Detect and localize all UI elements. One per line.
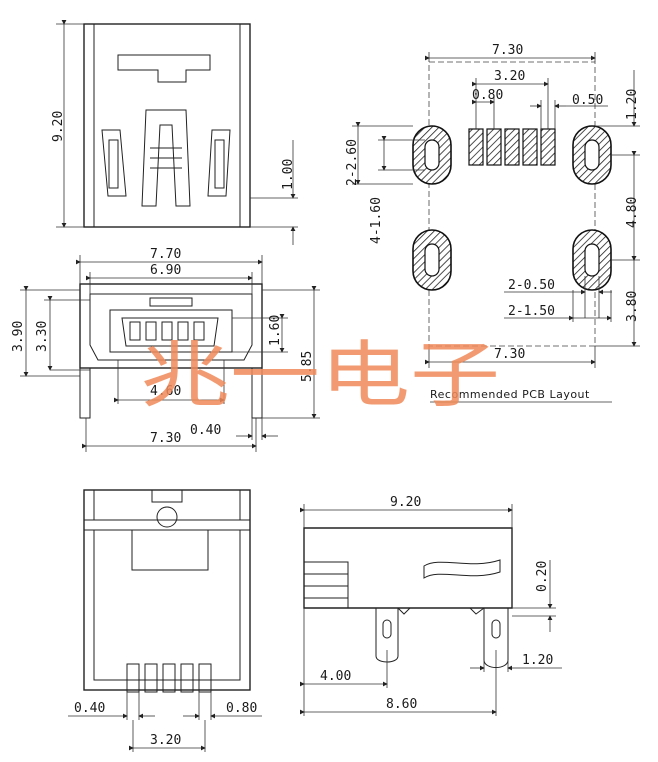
dim-side-t: 0.20 bbox=[535, 561, 550, 592]
dim-side-a: 4.00 bbox=[320, 669, 351, 684]
dim-bottom-a: 0.40 bbox=[74, 701, 105, 716]
dim-side-b: 1.20 bbox=[522, 653, 553, 668]
dim-front-w2: 6.90 bbox=[150, 263, 181, 278]
dim-front-w3: 7.30 bbox=[150, 431, 181, 446]
dim-front-h2: 3.30 bbox=[35, 321, 50, 352]
dim-pcb-s2: 2-1.50 bbox=[508, 304, 555, 319]
dim-bottom-c: 3.20 bbox=[150, 733, 181, 748]
dim-pcb-top-off: 1.20 bbox=[625, 89, 640, 120]
dim-pcb-slot-b: 4-1.60 bbox=[369, 197, 384, 244]
dim-pcb-slot-a: 2-2.60 bbox=[345, 139, 360, 186]
dim-pcb-top-w: 7.30 bbox=[492, 43, 523, 58]
watermark-text: 兆一电子 bbox=[140, 333, 500, 417]
bottom-view: 0.40 0.80 3.20 bbox=[68, 489, 262, 752]
dim-front-h4: 5.85 bbox=[300, 351, 315, 382]
dim-pcb-pins-w: 3.20 bbox=[494, 69, 525, 84]
pcb-caption: Recommended PCB Layout bbox=[430, 388, 590, 401]
dim-front-h3: 1.60 bbox=[268, 315, 283, 346]
dim-bottom-b: 0.80 bbox=[226, 701, 257, 716]
pcb-layout: 7.30 3.20 0.80 0.50 1.20 4.80 3.80 2-2.6… bbox=[345, 43, 640, 403]
dim-pcb-bot-off: 3.80 bbox=[625, 291, 640, 322]
dim-side-len: 9.20 bbox=[390, 495, 421, 510]
dim-front-t: 0.40 bbox=[190, 423, 221, 438]
dim-pcb-pin-pitch: 0.80 bbox=[472, 88, 503, 103]
dim-pcb-pin-w: 0.50 bbox=[572, 93, 603, 108]
dim-front-pitch: 4.60 bbox=[150, 384, 181, 399]
dim-front-h1: 3.90 bbox=[11, 321, 26, 352]
dim-pcb-mid: 4.80 bbox=[625, 197, 640, 228]
dim-top-pin: 1.00 bbox=[281, 159, 296, 190]
side-view: 9.20 0.20 4.00 1.20 8.60 bbox=[300, 495, 562, 716]
front-view: 7.70 6.90 3.90 3.30 1.60 5.85 4.60 7.30 bbox=[11, 247, 320, 452]
dim-pcb-s1: 2-0.50 bbox=[508, 278, 555, 293]
dim-front-w1: 7.70 bbox=[150, 247, 181, 262]
dim-pcb-bot-w: 7.30 bbox=[494, 347, 525, 362]
dim-top-height: 9.20 bbox=[51, 111, 66, 142]
top-view: 9.20 1.00 bbox=[51, 20, 298, 245]
dim-side-c: 8.60 bbox=[386, 697, 417, 712]
